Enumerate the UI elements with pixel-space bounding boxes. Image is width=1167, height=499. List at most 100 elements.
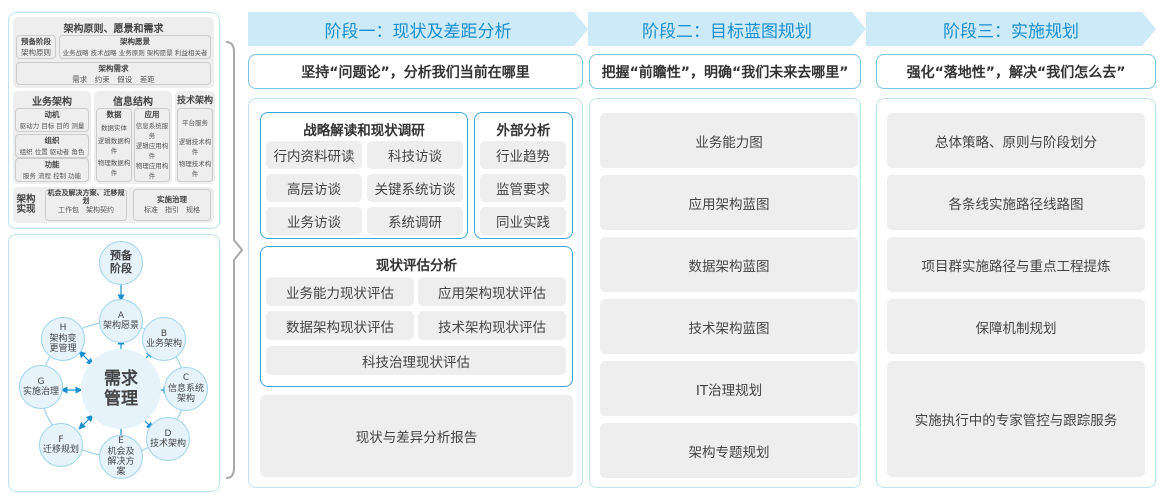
node-letter: F [58,434,64,445]
stage-2-panel: 业务能力图 应用架构蓝图 数据架构蓝图 技术架构蓝图 IT治理规划 架构专题规划 [589,98,861,488]
gov-text: 标准 指引 规格 [144,206,200,214]
node-letter: D [164,428,172,439]
node-letter: B [160,328,168,339]
biz-item-title: 动机 [44,110,60,119]
app-item: 逻辑应用构件 [135,142,169,160]
stage3-item[interactable]: 总体策略、原则与阶段划分 [887,113,1145,168]
node-label: 信息系统架构 [168,383,205,405]
technology-architecture: 技术架构 平台服务 逻辑技术构件 物理技术构件 [175,91,215,184]
tech-item: 逻辑技术构件 [178,138,212,156]
data-item: 逻辑数据构件 [97,137,131,155]
assess-item[interactable]: 数据架构现状评估 [266,311,414,340]
biz-item-title: 组织 [44,136,60,145]
strategy-item[interactable]: 系统调研 [367,207,463,235]
node-label: 架构愿景 [102,321,139,331]
stage2-item[interactable]: 技术架构蓝图 [600,299,858,354]
biz-item-text: 驱动力 目标 目的 测量 [19,122,85,130]
stage-3-panel: 总体策略、原则与阶段划分 各条线实施路径线路图 项目群实施路径与重点工程提炼 保… [876,98,1156,488]
vision-title: 架构愿景 [120,37,150,46]
vision-text: 业务战略 技术战略 业务原则 架构愿景 利益相关者 [62,49,208,57]
business-architecture: 业务架构 动机驱动力 目标 目的 测量 组织组织 位置 驱动者 角色 功能服务 … [13,91,91,184]
biz-item-text: 服务 流程 控制 功能 [22,172,82,180]
information-architecture: 信息结构 数据 数据实体 逻辑数据构件 物理数据构件 应用 信息系统服务 逻辑应… [94,91,172,184]
node-letter: G [37,376,45,387]
req-title: 架构需求 [98,64,129,73]
bracket [225,41,244,479]
stage2-item[interactable]: 业务能力图 [600,113,858,168]
req-text: 需求 约束 假设 差距 [72,75,155,84]
gap-analysis-report[interactable]: 现状与差异分析报告 [260,395,573,477]
vision-box: 架构愿景 业务战略 技术战略 业务原则 架构愿景 利益相关者 [59,35,211,59]
external-item[interactable]: 行业趋势 [480,141,566,169]
assess-item[interactable]: 应用架构现状评估 [418,277,566,306]
strategy-title: 战略解读和现状调研 [303,123,425,139]
node-preliminary[interactable]: 预备阶段 [99,241,143,285]
strategy-item[interactable]: 高层访谈 [266,174,362,202]
external-item[interactable]: 监管要求 [480,174,566,202]
node-label: 业务架构 [145,339,182,349]
stage-2-header: 阶段二：目标蓝图规划 [588,12,866,46]
data-title: 数据 [106,110,122,119]
stage-1-panel: 战略解读和现状调研 行内资料研读 科技访谈 高层访谈 关键系统访谈 业务访谈 系… [248,98,583,488]
info-title: 信息结构 [113,97,153,108]
stage2-item[interactable]: 应用架构蓝图 [600,175,858,230]
arrow-f [78,414,94,430]
tech-item: 物理技术构件 [178,160,212,178]
gov-title: 实施治理 [157,195,187,204]
node-label: 架构变更管理 [49,333,77,355]
strategy-item[interactable]: 关键系统访谈 [367,174,463,202]
app-item: 物理应用构件 [135,162,169,180]
assess-title: 现状评估分析 [376,258,457,274]
prep-title: 预备阶段 [21,37,51,46]
principles-section: 架构原则、愿景和需求 预备阶段 架构原则 架构愿景 业务战略 技术战略 业务原则… [13,17,214,88]
node-label: 机会及解决方案 [107,446,135,478]
node-letter: E [118,436,124,447]
stage3-item[interactable]: 保障机制规划 [887,299,1145,354]
prep-text: 架构原则 [21,48,51,57]
current-assessment-box: 现状评估分析 业务能力现状评估 应用架构现状评估 数据架构现状评估 技术架构现状… [260,246,573,387]
stage2-item[interactable]: 数据架构蓝图 [600,237,858,292]
node-label: 技术架构 [149,439,186,449]
requirements-box: 架构需求 需求 约束 假设 差距 [16,62,211,85]
stage3-item[interactable]: 项目群实施路径与重点工程提炼 [887,237,1145,292]
stage3-item[interactable]: 实施执行中的专家管控与跟踪服务 [887,361,1145,477]
strategy-item[interactable]: 业务访谈 [266,207,362,235]
node-label: 实施治理 [22,387,59,397]
node-letter: C [182,373,190,384]
node-label: 迁移规划 [42,445,79,455]
togaf-content-framework: 架构原则、愿景和需求 预备阶段 架构原则 架构愿景 业务战略 技术战略 业务原则… [8,12,220,229]
external-item[interactable]: 同业实践 [480,207,566,235]
assess-item[interactable]: 科技治理现状评估 [266,346,566,375]
stage3-item[interactable]: 各条线实施路径线路图 [887,175,1145,230]
stage-1-header: 阶段一：现状及差距分析 [248,12,588,46]
strategy-item[interactable]: 科技访谈 [367,141,463,169]
stage2-item[interactable]: IT治理规划 [600,361,858,416]
app-column: 应用 信息系统服务 逻辑应用构件 物理应用构件 [134,108,170,182]
biz-item-text: 组织 位置 驱动者 角色 [19,148,85,156]
impl-title: 架构实现 [16,193,36,215]
center-requirements-management[interactable]: 需求管理 [81,349,161,429]
stage-2-subtitle: 把握“前瞻性”，明确“我们未来去哪里” [589,54,861,89]
external-title: 外部分析 [496,123,551,139]
prep-box: 预备阶段 架构原则 [16,35,56,59]
opp-title: 机会及解决方案、迁移规划 [47,189,125,205]
node-letter: H [59,323,67,334]
app-title: 应用 [144,110,160,119]
strategy-item[interactable]: 行内资料研读 [266,141,362,169]
assess-item[interactable]: 技术架构现状评估 [418,311,566,340]
app-item: 信息系统服务 [135,122,169,140]
stage2-item[interactable]: 架构专题规划 [600,423,858,478]
node-letter: A [117,310,125,321]
assess-item[interactable]: 业务能力现状评估 [266,277,414,306]
arrow-h [78,350,94,366]
stage-3-subtitle: 强化“落地性”，解决“我们怎么去” [876,54,1156,89]
